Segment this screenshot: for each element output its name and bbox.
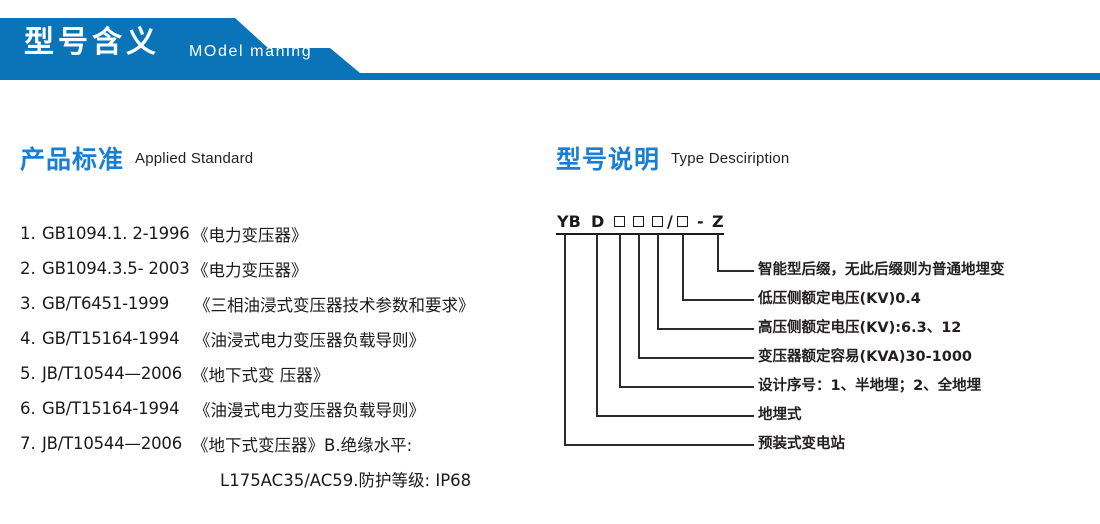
banner-subtitle: MOdel maning (189, 43, 313, 60)
list-item-code: GB/T15164-1994 (42, 399, 180, 418)
list-item-code: JB/T10544—2006 (42, 364, 183, 383)
code-token-d: D (591, 212, 605, 231)
callout-label-rated-capacity: 变压器额定容易(KVA)30-1000 (758, 349, 973, 365)
code-token-slash: / (667, 212, 673, 231)
code-box-2 (633, 216, 644, 227)
leader-line-vertical-3 (619, 234, 621, 388)
code-box-3 (652, 216, 663, 227)
leader-line-horizontal-6 (682, 299, 754, 301)
callout-label-hv-voltage: 高压侧额定电压(KV):6.3、12 (758, 320, 962, 336)
list-item-name: 《三相油浸式变压器技术参数和要求》 (194, 295, 475, 315)
type-code-diagram: YB D / - Z 智能型后缀，无此后缀则为普通地埋变 低压侧额定电压(KV)… (540, 212, 1100, 472)
banner-title: 型号含义 (24, 25, 160, 60)
standards-list: 1. GB1094.1. 2-1996 《电力变压器》 2. GB1094.3.… (20, 216, 550, 496)
list-item: 3. GB/T6451-1999 《三相油浸式变压器技术参数和要求》 (20, 286, 550, 321)
section-heading-cn: 产品标准 (20, 145, 125, 174)
code-token-dash: - (697, 212, 704, 231)
code-underline (556, 233, 724, 235)
leader-line-vertical-7 (717, 234, 719, 272)
page-banner: 型号含义 MOdel maning (0, 18, 1100, 80)
list-item: 4. GB/T15164-1994 《油浸式电力变压器负载导则》 (20, 321, 550, 356)
list-item-number: 1. (20, 224, 36, 243)
list-item-code: GB/T6451-1999 (42, 294, 170, 313)
list-item: 5. JB/T10544—2006 《地下式变 压器》 (20, 356, 550, 391)
section-heading-en: Type Desciription (671, 149, 790, 167)
list-item-name: 《地下式变 压器》 (192, 365, 330, 385)
list-item: 7. JB/T10544—2006 《地下式变压器》B.绝缘水平: (20, 426, 550, 461)
leader-line-vertical-5 (657, 234, 659, 330)
section-heading-cn: 型号说明 (556, 145, 661, 174)
callout-label-buried-type: 地埋式 (758, 407, 802, 423)
list-item-number: 4. (20, 329, 36, 348)
leader-line-horizontal-7 (717, 270, 754, 272)
leader-line-vertical-4 (638, 234, 640, 359)
leader-line-horizontal-2 (596, 415, 754, 417)
callout-label-design-serial: 设计序号：1、半地埋；2、全地埋 (758, 378, 982, 394)
list-item-number: 7. (20, 434, 36, 453)
list-item-name: 《地下式变压器》B.绝缘水平: (192, 435, 413, 455)
section-heading-applied-standard: 产品标准 Applied Standard (20, 140, 253, 176)
list-item: 2. GB1094.3.5- 2003 《电力变压器》 (20, 251, 550, 286)
section-heading-type-description: 型号说明 Type Desciription (556, 140, 789, 176)
list-item-name: 《油浸式电力变压器负载导则》 (194, 330, 425, 350)
callout-label-prefab-substation: 预装式变电站 (758, 436, 845, 452)
list-item-code: JB/T10544—2006 (42, 434, 183, 453)
leader-line-horizontal-4 (638, 357, 754, 359)
callout-label-lv-voltage: 低压侧额定电压(KV)0.4 (758, 291, 921, 307)
list-item-number: 5. (20, 364, 36, 383)
list-item: 6. GB/T15164-1994 《油漫式电力变压器负载导则》 (20, 391, 550, 426)
list-item: 1. GB1094.1. 2-1996 《电力变压器》 (20, 216, 550, 251)
leader-line-vertical-1 (564, 234, 566, 446)
leader-line-vertical-6 (682, 234, 684, 301)
leader-line-horizontal-5 (657, 328, 754, 330)
list-item-name: 《电力变压器》 (192, 260, 308, 280)
list-item-number: 2. (20, 259, 36, 278)
code-token-yb: YB (557, 212, 581, 231)
code-box-4 (677, 216, 688, 227)
callout-label-smart-suffix: 智能型后缀，无此后缀则为普通地埋变 (758, 262, 1005, 278)
leader-line-horizontal-1 (564, 444, 754, 446)
list-item-name: 《电力变压器》 (192, 225, 308, 245)
section-heading-en: Applied Standard (135, 149, 254, 167)
leader-line-horizontal-3 (619, 386, 754, 388)
list-item-code: GB1094.1. 2-1996 (42, 224, 190, 243)
banner-shape (0, 18, 1100, 80)
list-item-code: GB/T15164-1994 (42, 329, 180, 348)
list-item-code: GB1094.3.5- 2003 (42, 259, 190, 278)
leader-line-vertical-2 (596, 234, 598, 417)
list-item-continuation: L175AC35/AC59.防护等级: IP68 (220, 470, 472, 490)
list-item-number: 3. (20, 294, 36, 313)
list-item-name: 《油漫式电力变压器负载导则》 (194, 400, 425, 420)
list-item-number: 6. (20, 399, 36, 418)
code-token-z: Z (712, 212, 724, 231)
code-box-1 (614, 216, 625, 227)
